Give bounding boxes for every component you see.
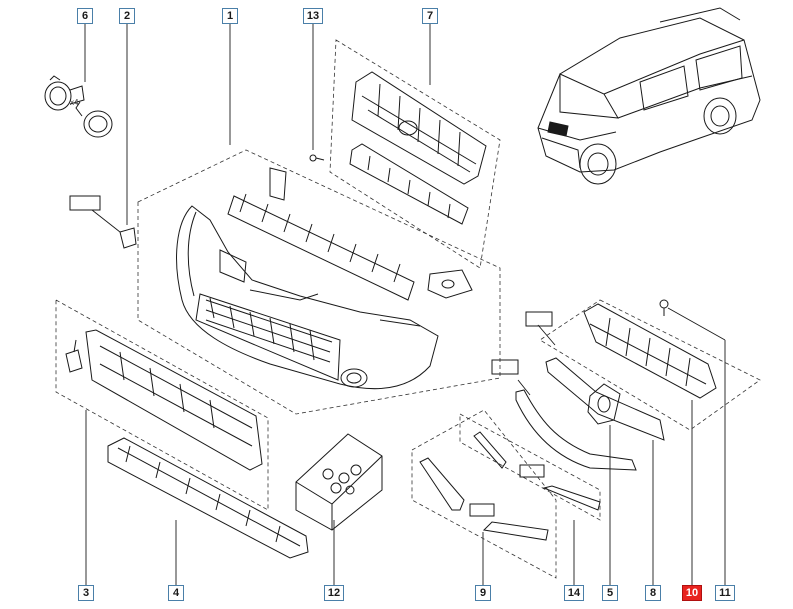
fog-lamp-screw-quantity: x4 [70, 98, 79, 107]
lower-grille-drawing [85, 329, 263, 471]
callout-2[interactable]: 2 [119, 8, 135, 24]
callout-7[interactable]: 7 [422, 8, 438, 24]
callout-13[interactable]: 13 [303, 8, 323, 24]
callout-5[interactable]: 5 [602, 585, 618, 601]
callout-14[interactable]: 14 [564, 585, 584, 601]
clip-box-drawing [295, 433, 383, 531]
screw-drawing [309, 154, 325, 162]
callout-10[interactable]: 10 [682, 585, 702, 601]
undertray-drawing [107, 437, 309, 559]
upper-grille-drawing [583, 303, 717, 425]
upper-crossmember-drawing [349, 71, 487, 225]
callout-3[interactable]: 3 [78, 585, 94, 601]
chrome-strips-drawing [515, 357, 665, 471]
callout-1[interactable]: 1 [222, 8, 238, 24]
trim-strips-drawing [419, 431, 601, 541]
front-bumper-drawing [176, 205, 439, 390]
bumper-absorber-drawing [227, 167, 473, 301]
leader-lines [84, 24, 726, 585]
callout-8[interactable]: 8 [645, 585, 661, 601]
group-outlines [55, 39, 761, 579]
small-caps-drawing [65, 195, 553, 517]
callout-11[interactable]: 11 [715, 585, 735, 601]
vehicle-drawing [537, 7, 761, 185]
callout-6[interactable]: 6 [77, 8, 93, 24]
callout-12[interactable]: 12 [324, 585, 344, 601]
clip-11-drawing [659, 299, 669, 316]
fog-lamps-drawing [44, 75, 113, 138]
callout-4[interactable]: 4 [168, 585, 184, 601]
callout-9[interactable]: 9 [475, 585, 491, 601]
